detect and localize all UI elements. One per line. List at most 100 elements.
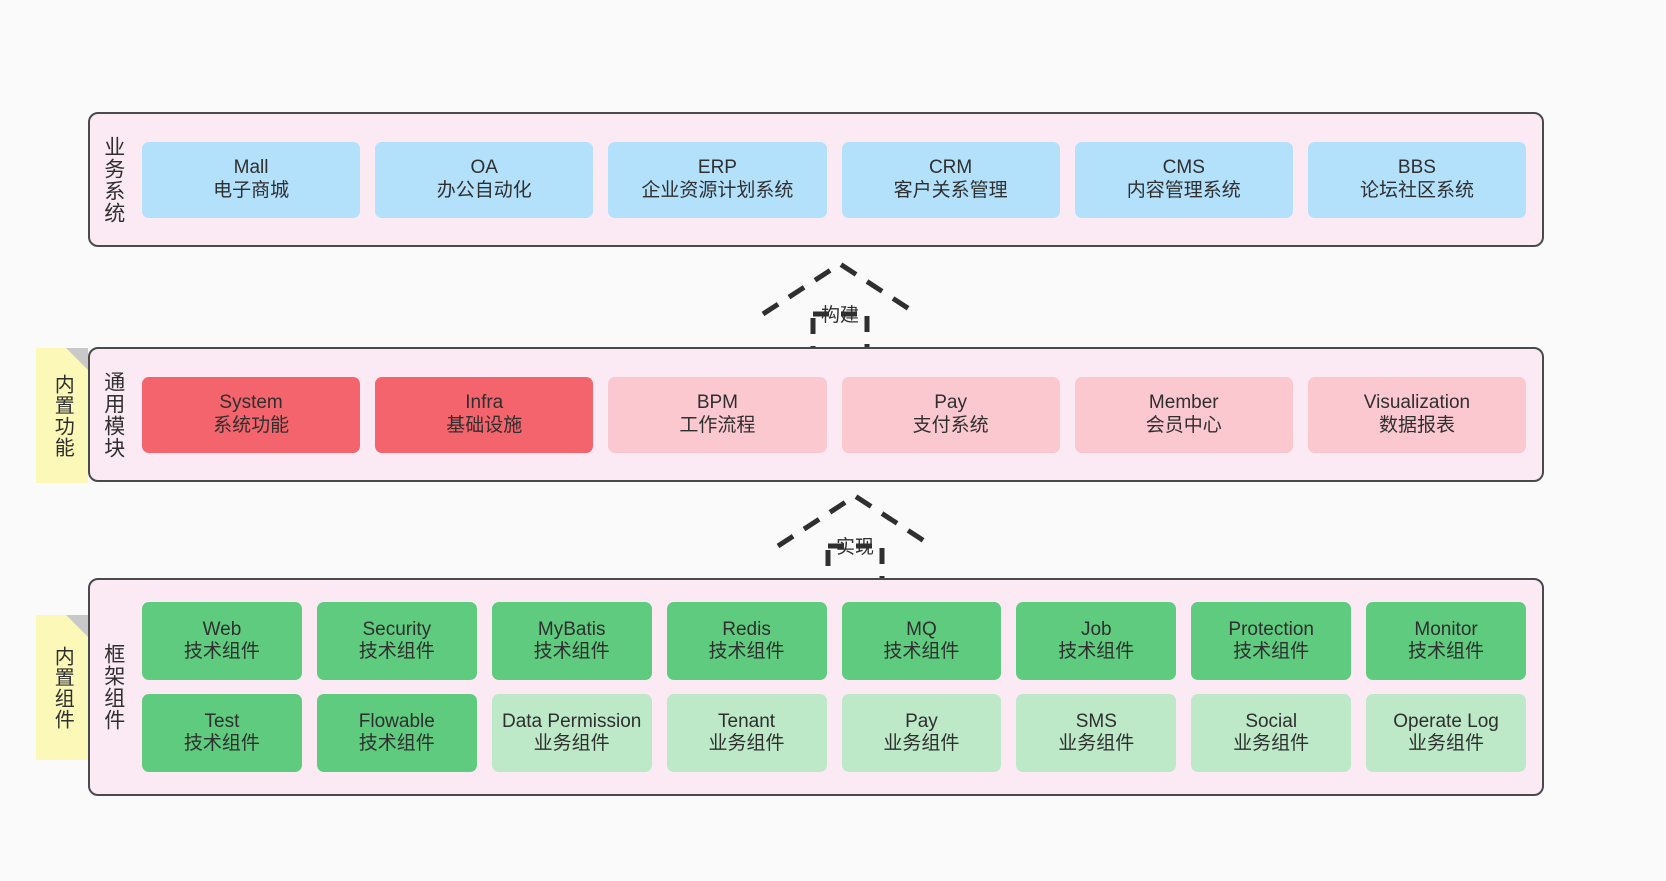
component-subtitle: 办公自动化 [436,179,532,201]
component-subtitle: 业务组件 [533,733,610,754]
component-row: Test 技术组件 Flowable 技术组件 Data Permission … [142,694,1526,772]
component-card-flowable[interactable]: Flowable 技术组件 [316,694,477,772]
component-subtitle: 技术组件 [358,641,435,662]
component-card-data-permission[interactable]: Data Permission 业务组件 [491,694,652,772]
layer-title-framework-components: 框架组件 [101,643,125,731]
connector-implement-label: 实现 [835,537,875,558]
layer-title-business-systems: 业务系统 [101,135,125,224]
component-card-member[interactable]: Member 会员中心 [1074,376,1293,453]
component-name: Redis [722,618,771,640]
component-subtitle: 支付系统 [912,414,989,436]
component-subtitle: 技术组件 [358,733,435,754]
component-name: Operate Log [1393,710,1499,732]
component-name: Pay [905,710,938,732]
component-name: Security [362,618,432,640]
component-card-pay[interactable]: Pay 支付系统 [841,376,1060,453]
component-card-web[interactable]: Web 技术组件 [142,602,302,680]
component-name: MyBatis [537,618,606,640]
component-name: Monitor [1414,618,1478,640]
component-subtitle: 技术组件 [883,641,960,662]
component-subtitle: 会员中心 [1145,414,1222,436]
layer-body-framework-components: Web 技术组件 Security 技术组件 MyBatis 技术组件 Redi… [136,580,1542,794]
component-name: Flowable [358,710,435,732]
component-card-redis[interactable]: Redis 技术组件 [666,602,827,680]
component-card-protection[interactable]: Protection 技术组件 [1191,602,1352,680]
component-name: Mall [233,157,269,179]
component-subtitle: 业务组件 [708,733,785,754]
component-name: Data Permission [501,710,642,732]
component-subtitle: 业务组件 [1233,733,1310,754]
component-name: BBS [1397,157,1436,179]
component-name: ERP [697,157,737,179]
component-subtitle: 技术组件 [533,641,610,662]
layer-body-business-systems: Mall 电子商城 OA 办公自动化 ERP 企业资源计划系统 CRM 客户关系… [136,114,1542,245]
layer-business-systems: 业务系统 Mall 电子商城 OA 办公自动化 ERP 企业资源计划系统 CRM… [88,112,1544,247]
component-name: SMS [1075,710,1117,732]
component-name: Member [1148,392,1219,414]
component-card-crm[interactable]: CRM 客户关系管理 [841,141,1060,218]
component-name: MQ [906,618,937,640]
component-card-tenant[interactable]: Tenant 业务组件 [666,694,827,772]
component-row: Web 技术组件 Security 技术组件 MyBatis 技术组件 Redi… [142,602,1526,680]
component-name: Visualization [1363,392,1471,414]
component-subtitle: 论坛社区系统 [1359,179,1474,201]
connector-build-arrow-icon: 构建 [755,258,925,356]
component-row: System 系统功能 Infra 基础设施 BPM 工作流程 Pay 支付系统… [142,376,1527,453]
component-subtitle: 工作流程 [679,414,756,436]
component-row: Mall 电子商城 OA 办公自动化 ERP 企业资源计划系统 CRM 客户关系… [142,141,1527,218]
component-subtitle: 技术组件 [183,641,260,662]
component-name: Pay [934,392,967,414]
component-name: BPM [696,392,739,414]
connector-implement-arrow-icon: 实现 [770,490,940,588]
component-card-operate-log[interactable]: Operate Log 业务组件 [1366,694,1526,772]
connector-build-label: 构建 [820,305,860,326]
component-name: CMS [1162,157,1205,179]
component-name: Job [1080,618,1112,640]
component-card-oa[interactable]: OA 办公自动化 [375,141,594,218]
sticky-note-label: 内置组件 [51,645,74,730]
component-subtitle: 企业资源计划系统 [641,179,794,201]
component-card-mq[interactable]: MQ 技术组件 [841,602,1002,680]
component-card-system[interactable]: System 系统功能 [142,376,361,453]
component-card-mall[interactable]: Mall 电子商城 [142,141,361,218]
component-card-security[interactable]: Security 技术组件 [316,602,477,680]
sticky-note-builtin-components: 内置组件 [36,615,88,760]
component-subtitle: 电子商城 [213,179,290,201]
component-subtitle: 系统功能 [213,414,290,436]
component-subtitle: 技术组件 [1233,641,1310,662]
component-name: Protection [1228,618,1314,640]
component-subtitle: 业务组件 [883,733,960,754]
component-card-cms[interactable]: CMS 内容管理系统 [1074,141,1293,218]
component-card-sms[interactable]: SMS 业务组件 [1016,694,1177,772]
layer-body-common-modules: System 系统功能 Infra 基础设施 BPM 工作流程 Pay 支付系统… [136,349,1542,480]
component-name: CRM [928,157,973,179]
sticky-note-label: 内置功能 [51,373,74,458]
component-card-bbs[interactable]: BBS 论坛社区系统 [1307,141,1527,218]
component-name: Social [1245,710,1298,732]
component-card-bpm[interactable]: BPM 工作流程 [608,376,827,453]
component-card-monitor[interactable]: Monitor 技术组件 [1366,602,1526,680]
component-subtitle: 业务组件 [1408,733,1485,754]
component-card-test[interactable]: Test 技术组件 [142,694,302,772]
component-name: Web [202,618,242,640]
component-name: Infra [465,392,504,414]
component-subtitle: 基础设施 [446,414,523,436]
component-subtitle: 数据报表 [1378,414,1455,436]
component-name: System [219,392,283,414]
layer-common-modules: 通用模块 System 系统功能 Infra 基础设施 BPM 工作流程 Pay… [88,347,1544,482]
component-card-visualization[interactable]: Visualization 数据报表 [1307,376,1527,453]
component-card-job[interactable]: Job 技术组件 [1016,602,1177,680]
component-name: Tenant [718,710,776,732]
component-card-pay-business[interactable]: Pay 业务组件 [841,694,1002,772]
component-card-mybatis[interactable]: MyBatis 技术组件 [491,602,652,680]
component-name: Test [204,710,240,732]
component-card-erp[interactable]: ERP 企业资源计划系统 [608,141,827,218]
component-subtitle: 技术组件 [1408,641,1485,662]
component-subtitle: 内容管理系统 [1126,179,1241,201]
component-card-infra[interactable]: Infra 基础设施 [375,376,594,453]
component-name: OA [470,157,498,179]
component-card-social[interactable]: Social 业务组件 [1191,694,1352,772]
layer-framework-components: 框架组件 Web 技术组件 Security 技术组件 MyBatis 技术组件… [88,578,1544,796]
component-subtitle: 业务组件 [1058,733,1135,754]
component-subtitle: 技术组件 [1058,641,1135,662]
